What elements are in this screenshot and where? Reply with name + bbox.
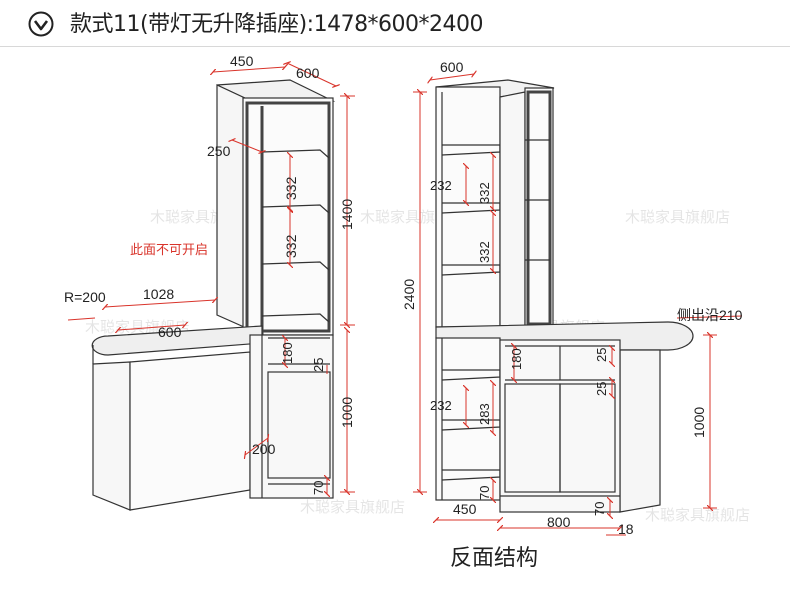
chevron-circle-down-icon xyxy=(28,11,54,37)
left-shelf xyxy=(261,149,330,159)
left-shelf xyxy=(261,313,330,323)
right-table-underside xyxy=(619,349,661,513)
right-dimension-labels: 600 2400 232 332 332 侧出沿210 180 25 25 23… xyxy=(401,59,743,537)
dim-base-width-left: 450 xyxy=(453,501,477,517)
dim-shelf-b: 332 xyxy=(477,182,492,204)
right-glass-frame xyxy=(524,87,554,329)
dim-right-top-depth: 600 xyxy=(440,59,464,75)
dim-drawer-gap-1: 25 xyxy=(594,348,609,362)
right-open-shelf xyxy=(435,86,501,328)
dim-radius: R=200 xyxy=(64,289,106,305)
right-dimensions xyxy=(413,74,743,536)
dim-right-lower-height: 1000 xyxy=(691,407,707,438)
page-title: 款式11(带灯无升降插座):1478*600*2400 xyxy=(70,12,484,37)
right-cabinet-view xyxy=(435,79,694,513)
left-glass-frame xyxy=(245,101,331,333)
dim-drawer-gap: 25 xyxy=(311,358,326,372)
title-divider xyxy=(0,46,790,47)
dim-plinth-right: 70 xyxy=(592,502,607,516)
dim-shelf-c: 332 xyxy=(477,241,492,263)
dim-base-width-right: 800 xyxy=(547,514,571,530)
dim-total-height: 2400 xyxy=(401,279,417,310)
dim-base-edge: 18 xyxy=(618,521,634,537)
left-table-base xyxy=(92,361,131,511)
left-lower-cabinet xyxy=(249,334,334,499)
dim-height-total: 1400 xyxy=(339,199,355,230)
watermark: 木聪家具旗舰店 xyxy=(645,506,750,524)
watermark: 木聪家具旗舰店 xyxy=(625,208,730,226)
right-glass-side xyxy=(499,91,526,335)
diagram-caption: 反面结构 xyxy=(450,546,539,571)
left-tower-front xyxy=(242,97,334,336)
dim-side-edge: 侧出沿210 xyxy=(677,307,743,323)
left-dimensions xyxy=(67,63,355,494)
left-shelf xyxy=(261,261,330,271)
left-dimension-labels: 450 600 250 332 332 1400 R=200 1028 600 … xyxy=(64,53,355,495)
left-table-panel xyxy=(129,351,251,511)
dim-shelf-e: 283 xyxy=(477,403,492,425)
dim-shelf-2: 332 xyxy=(283,234,299,258)
dim-top-depth: 600 xyxy=(296,65,320,81)
dim-drawer: 180 xyxy=(280,342,295,364)
dim-shelf-d: 232 xyxy=(430,398,452,413)
dim-shelf-depth: 250 xyxy=(207,143,231,159)
dim-drawer-gap-2: 25 xyxy=(594,382,609,396)
dim-top-width: 450 xyxy=(230,53,254,69)
left-lower-door xyxy=(267,371,331,479)
dim-shelf-1: 332 xyxy=(283,176,299,200)
dim-table-length: 1028 xyxy=(143,286,174,302)
watermark: 木聪家具旗舰店 xyxy=(300,498,405,516)
note-not-openable: 此面不可开启 xyxy=(130,243,208,258)
dim-door-width: 200 xyxy=(252,441,276,457)
title-bar: 款式11(带灯无升降插座):1478*600*2400 xyxy=(0,0,790,48)
right-door-right xyxy=(559,383,616,493)
dim-shelf-a: 232 xyxy=(430,178,452,193)
left-shelf xyxy=(261,204,330,214)
dim-table-depth: 600 xyxy=(158,324,182,340)
dim-right-drawer: 180 xyxy=(509,348,524,370)
dim-lower-height: 1000 xyxy=(339,397,355,428)
dim-plinth-left: 70 xyxy=(477,486,492,500)
dim-plinth: 70 xyxy=(311,481,326,495)
